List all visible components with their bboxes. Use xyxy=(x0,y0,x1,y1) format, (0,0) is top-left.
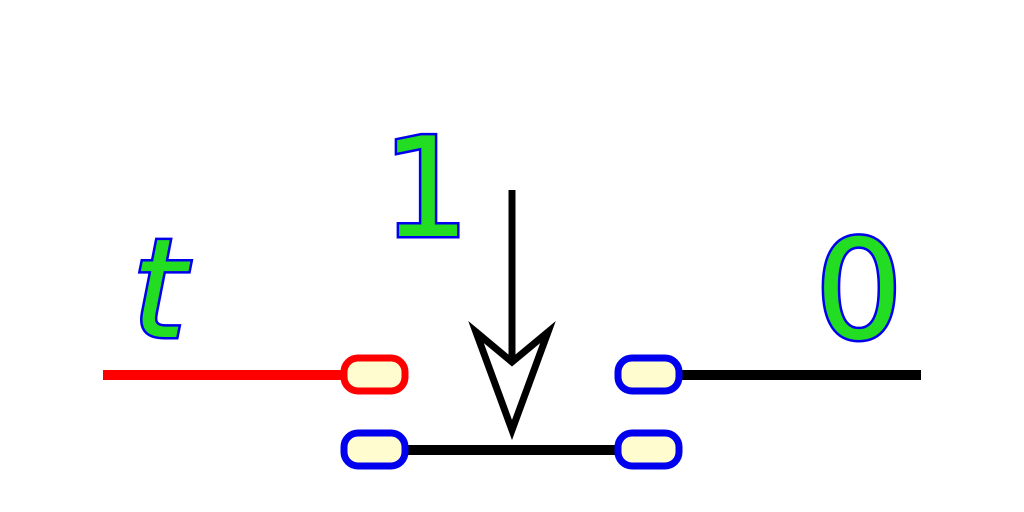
input-label: t xyxy=(132,209,191,370)
control-arrow-head-icon xyxy=(468,320,556,441)
input-terminal-pad xyxy=(340,354,409,395)
control-label: 1 xyxy=(382,108,470,269)
blade-right-pad xyxy=(614,429,683,470)
output-label: 0 xyxy=(815,210,903,371)
output-terminal-pad xyxy=(614,354,683,395)
blade-left-pad xyxy=(340,429,409,470)
